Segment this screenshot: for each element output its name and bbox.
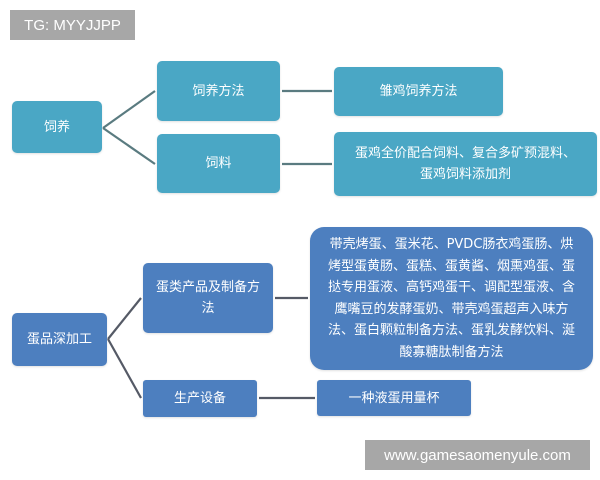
node-label-line: 法 <box>201 301 215 316</box>
node-liquid-egg-measuring-cup[interactable]: 一种液蛋用量杯 <box>317 380 471 416</box>
node-label: 一种液蛋用量杯 <box>348 390 440 406</box>
connector-danpin-to-equipment <box>107 338 142 399</box>
node-chick-feeding-method[interactable]: 雏鸡饲养方法 <box>334 67 503 116</box>
node-label: 饲养方法 <box>192 83 245 99</box>
node-label: 饲养 <box>43 119 70 135</box>
node-label-line: 蛋鸡饲料添加剂 <box>419 167 511 182</box>
connector-siyang-to-feed <box>102 127 156 165</box>
watermark-text: www.gamesaomenyule.com <box>384 446 571 464</box>
node-production-equipment[interactable]: 生产设备 <box>143 380 257 417</box>
node-label-line: 烤型蛋黄肠、蛋糕、蛋黄酱、烟熏鸡蛋、蛋 <box>327 258 575 274</box>
node-label-line: 带壳烤蛋、蛋米花、PVDC肠衣鸡蛋肠、烘 <box>329 237 574 252</box>
node-label-line: 鹰嘴豆的发酵蛋奶、带壳鸡蛋超声入味方 <box>334 301 569 317</box>
node-label-line: 酸寡糖肽制备方法 <box>399 344 504 360</box>
watermark-text: TG: MYYJJPP <box>24 16 121 34</box>
node-feed[interactable]: 饲料 <box>157 134 280 193</box>
node-label: 雏鸡饲养方法 <box>379 84 458 99</box>
node-label-line: 蛋鸡全价配合饲料、复合多矿预混料、 <box>354 146 576 161</box>
node-label-line: 蛋类产品及制备方 <box>155 280 260 295</box>
node-label: 生产设备 <box>173 391 226 406</box>
node-layer-feed-detail[interactable]: 蛋鸡全价配合饲料、复合多矿预混料、 蛋鸡饲料添加剂 <box>334 132 597 196</box>
node-label-line: 法、蛋白颗粒制备方法、蛋乳发酵饮料、涎 <box>327 323 575 338</box>
connector-danpin-to-products <box>107 297 142 340</box>
connector-siyang-to-method <box>102 90 156 129</box>
node-label: 蛋品深加工 <box>26 332 92 347</box>
node-label: 饲料 <box>205 156 232 171</box>
node-label-line: 挞专用蛋液、高钙鸡蛋干、调配型蛋液、含 <box>327 280 575 295</box>
watermark-bottom-right: www.gamesaomenyule.com <box>365 440 590 470</box>
node-feeding-method[interactable]: 饲养方法 <box>157 61 280 121</box>
node-egg-processing-root[interactable]: 蛋品深加工 <box>12 313 107 366</box>
node-feeding-root[interactable]: 饲养 <box>12 101 102 153</box>
watermark-top-left: TG: MYYJJPP <box>10 10 135 40</box>
node-egg-products-list[interactable]: 带壳烤蛋、蛋米花、PVDC肠衣鸡蛋肠、烘 烤型蛋黄肠、蛋糕、蛋黄酱、烟熏鸡蛋、蛋… <box>310 227 593 370</box>
node-egg-products-methods[interactable]: 蛋类产品及制备方 法 <box>143 263 273 333</box>
